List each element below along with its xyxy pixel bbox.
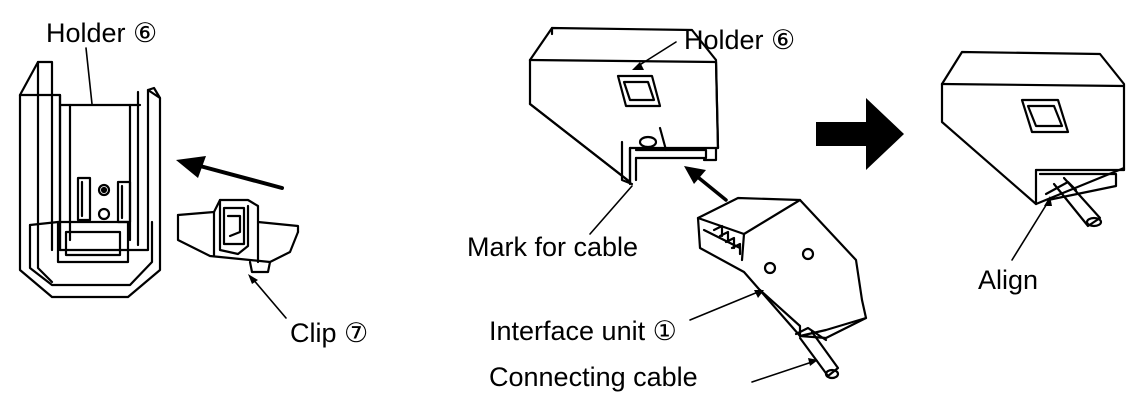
middle-holder-drawing bbox=[528, 26, 720, 186]
mark-for-cable-label: Mark for cable bbox=[467, 232, 639, 262]
clip-drawing bbox=[176, 198, 300, 274]
align-label: Align bbox=[978, 265, 1039, 295]
holder-leader-middle bbox=[637, 41, 677, 67]
cable-leader bbox=[751, 361, 813, 383]
align-leader bbox=[1011, 201, 1049, 261]
interface-unit-drawing bbox=[696, 196, 868, 380]
clip-label: Clip ⑦ bbox=[290, 318, 369, 348]
interface-unit-label: Interface unit ① bbox=[489, 316, 677, 346]
clip-leader bbox=[251, 277, 287, 319]
insert-arrow-left bbox=[176, 156, 284, 190]
step-arrow bbox=[816, 98, 904, 170]
holder-label-middle: Holder ⑥ bbox=[684, 25, 796, 55]
interface-leader bbox=[689, 291, 759, 321]
left-holder-drawing bbox=[18, 60, 162, 299]
insert-arrow-middle bbox=[684, 166, 728, 202]
right-assembled-drawing bbox=[940, 50, 1126, 228]
holder-label-left: Holder ⑥ bbox=[46, 18, 158, 48]
holder-leader-left bbox=[85, 47, 93, 105]
mark-leader bbox=[589, 185, 633, 235]
connecting-cable-label: Connecting cable bbox=[489, 362, 698, 392]
